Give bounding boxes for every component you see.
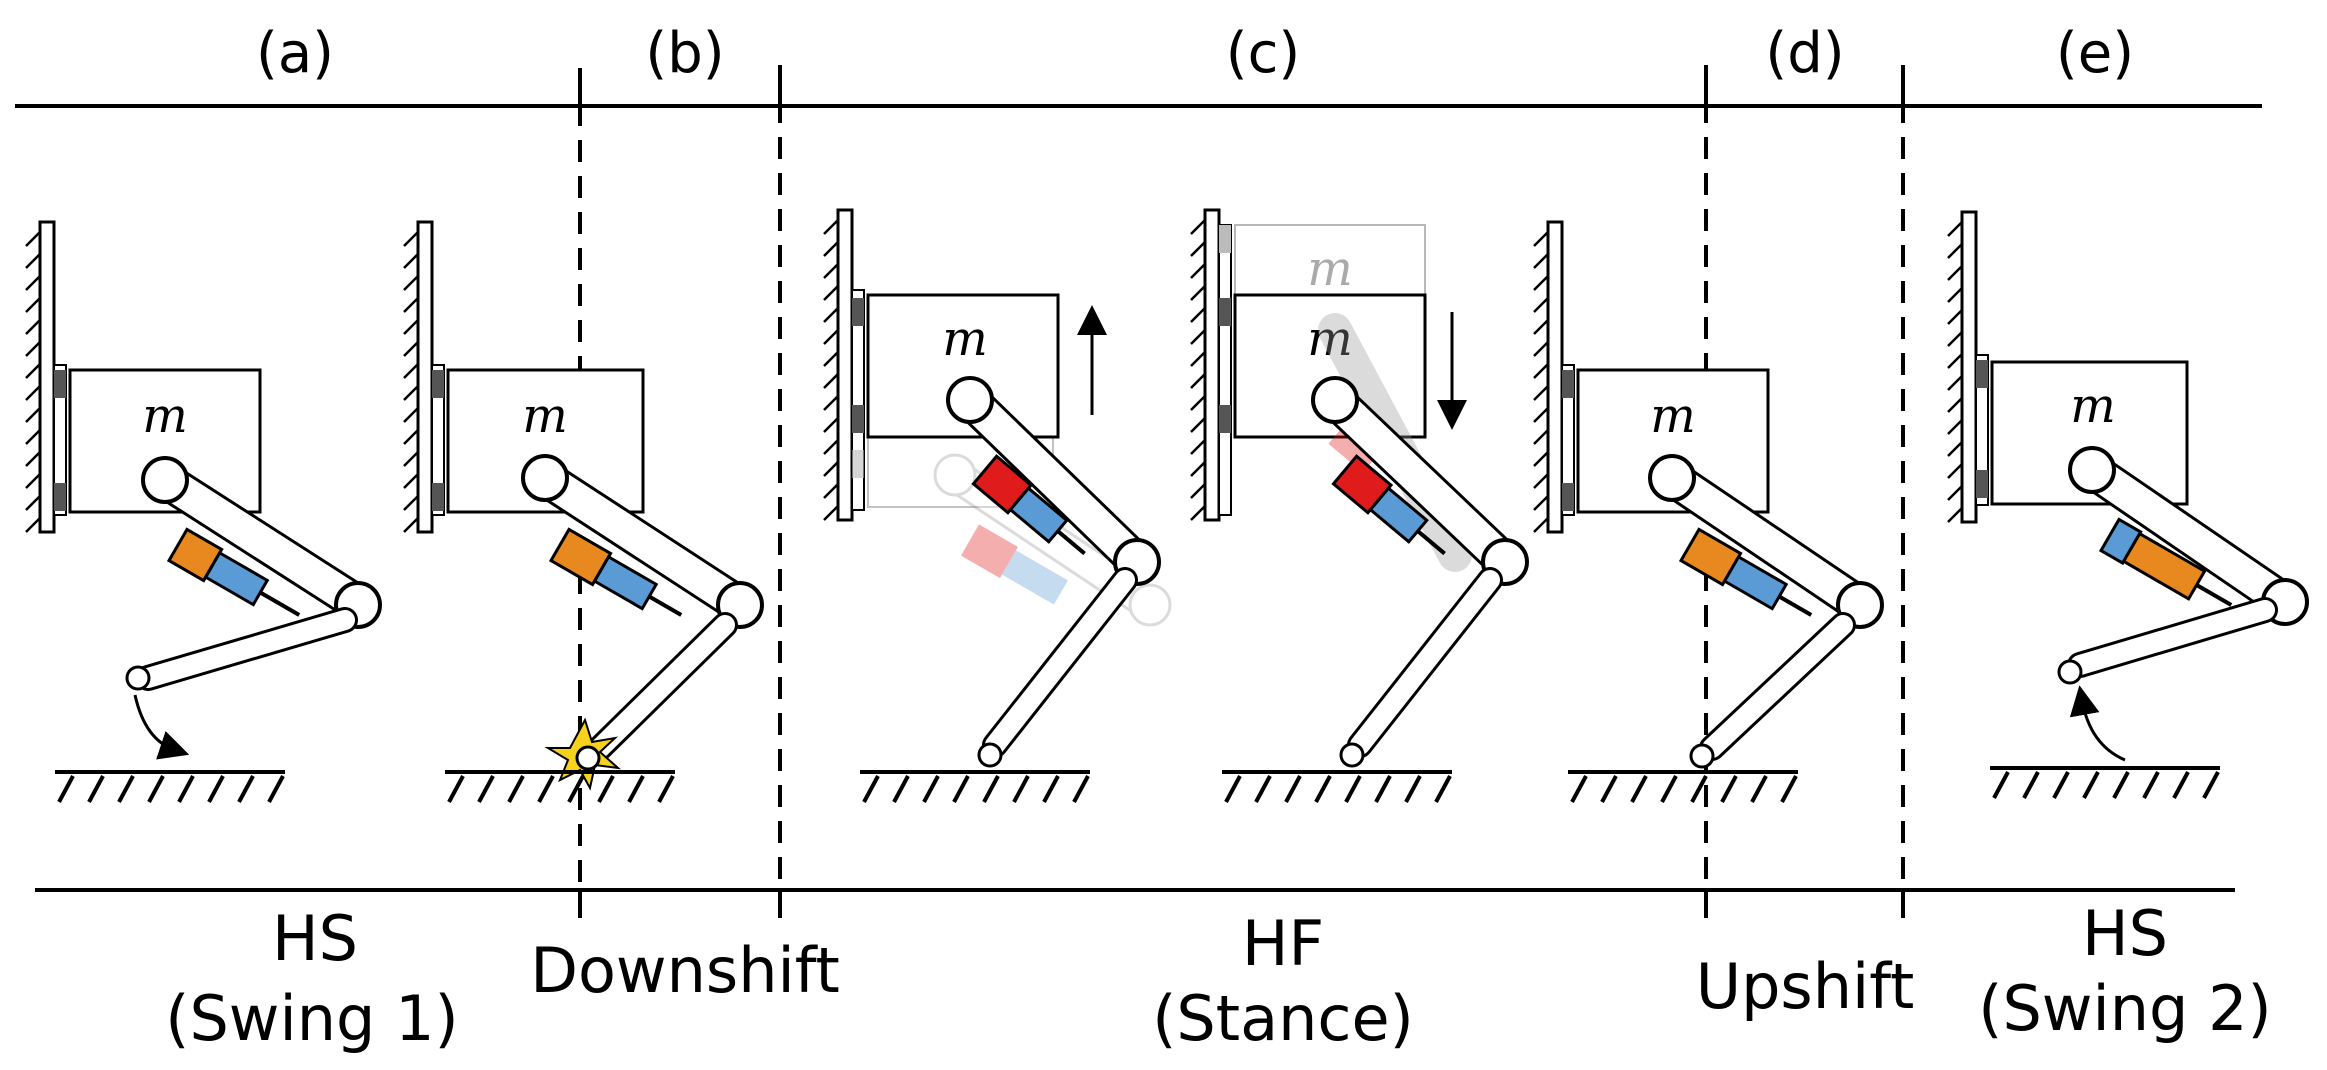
bottom-label-hs-line1: HS (272, 902, 358, 975)
leg-figure-c-up: m (822, 208, 1172, 804)
leg-figure-c-down: m m (1189, 208, 1529, 804)
mass-label-a: m (142, 388, 188, 444)
bottom-label-hs2-line1: HS (2082, 897, 2168, 970)
phase-label-d: (d) (1765, 21, 1844, 86)
mass-label-c-ghost: m (1307, 241, 1353, 297)
phase-label-c: (c) (1226, 21, 1300, 86)
bottom-label-hf-line2: (Stance) (1152, 982, 1414, 1055)
phase-label-e: (e) (2056, 21, 2134, 86)
bottom-label-hs2-line2: (Swing 2) (1978, 972, 2271, 1045)
phase-label-b: (b) (645, 21, 724, 86)
bottom-label-upshift: Upshift (1696, 950, 1915, 1023)
leg-figure-a: m (24, 220, 382, 804)
mass-label-b: m (522, 388, 568, 444)
bottom-label-downshift: Downshift (530, 934, 840, 1007)
leg-figure-b: m (402, 220, 764, 804)
leg-figure-d: m (1532, 220, 1884, 804)
mass-label-c-down: m (1307, 311, 1353, 367)
mass-label-c-up: m (942, 311, 988, 367)
bottom-label-hs-line2: (Swing 1) (165, 982, 458, 1055)
leg-figure-e: m (1946, 210, 2309, 800)
mass-label-e: m (2070, 378, 2116, 434)
bottom-label-hf-line1: HF (1242, 907, 1324, 980)
phase-label-a: (a) (256, 21, 334, 86)
mass-label-d: m (1650, 388, 1696, 444)
